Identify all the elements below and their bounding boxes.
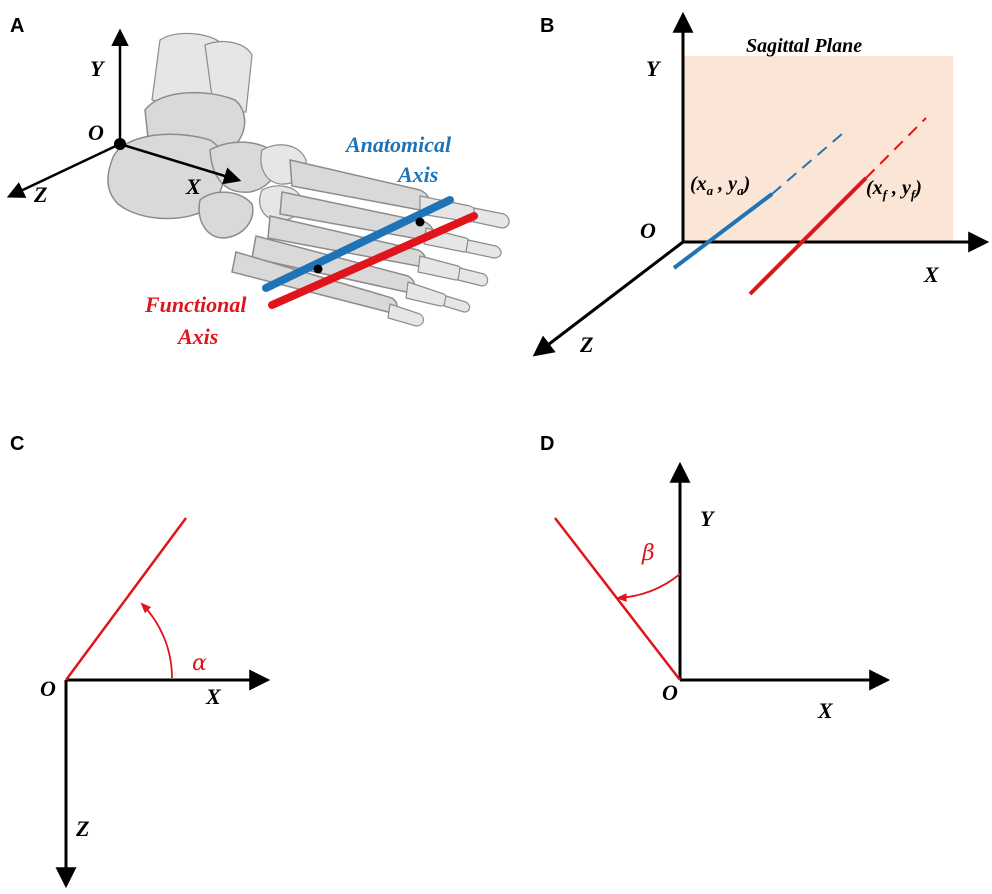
anatomical-axis-label-line1: Anatomical <box>344 132 452 157</box>
panel-b-label: B <box>540 15 554 37</box>
projected-axis-line <box>554 517 681 681</box>
panel-d-label: D <box>540 433 554 455</box>
angle-arc <box>140 602 173 679</box>
axis-y-label: Y <box>700 506 716 531</box>
axis-y-label: Y <box>646 56 662 81</box>
sagittal-plane-label: Sagittal Plane <box>746 35 862 57</box>
axis-z-arrow <box>532 240 684 357</box>
origin-point <box>114 138 126 150</box>
projected-axis-line <box>64 517 188 681</box>
panel-b: B Sagittal Plane Y X Z O (xa , ya) (xf ,… <box>532 11 990 357</box>
origin-label: O <box>662 680 678 705</box>
axis-z-label: Z <box>579 332 593 357</box>
panel-c-label: C <box>10 433 24 455</box>
landmark-point <box>313 264 323 274</box>
sagittal-plane <box>683 56 953 242</box>
axis-x-arrow <box>119 142 242 185</box>
foot-skeleton-illustration <box>107 32 510 327</box>
functional-axis-line <box>268 212 478 309</box>
angle-beta-label: β <box>641 541 655 566</box>
axis-x-label: X <box>205 684 222 709</box>
functional-point-label: (xf , yf) <box>866 177 922 202</box>
origin-label: O <box>640 218 656 243</box>
panel-a: A <box>6 15 510 349</box>
functional-axis-label-line2: Axis <box>176 324 218 349</box>
anatomical-axis-label-line2: Axis <box>396 162 438 187</box>
axis-x-label: X <box>817 698 834 723</box>
anatomical-axis-line <box>262 196 454 292</box>
panel-d: D Y X O β <box>540 433 891 723</box>
functional-axis-extension <box>865 117 927 179</box>
axis-z-arrow <box>6 142 121 198</box>
axis-x-label: X <box>185 174 202 199</box>
angle-alpha-label: α <box>192 651 207 676</box>
axis-y-label: Y <box>90 56 106 81</box>
origin-label: O <box>40 676 56 701</box>
axis-z-label: Z <box>33 182 47 207</box>
anatomical-axis-line <box>672 192 774 270</box>
landmark-point <box>415 217 425 227</box>
axis-z-label: Z <box>75 816 89 841</box>
anatomical-axis-extension <box>771 133 843 195</box>
functional-axis-line <box>748 176 868 296</box>
origin-label: O <box>88 120 104 145</box>
anatomical-point-label: (xa , ya) <box>690 173 750 198</box>
axis-x-label: X <box>923 262 940 287</box>
functional-axis-label-line1: Functional <box>144 292 247 317</box>
angle-arc <box>615 573 681 602</box>
panel-c: C X Z O α <box>10 433 271 889</box>
panel-a-label: A <box>10 15 24 37</box>
